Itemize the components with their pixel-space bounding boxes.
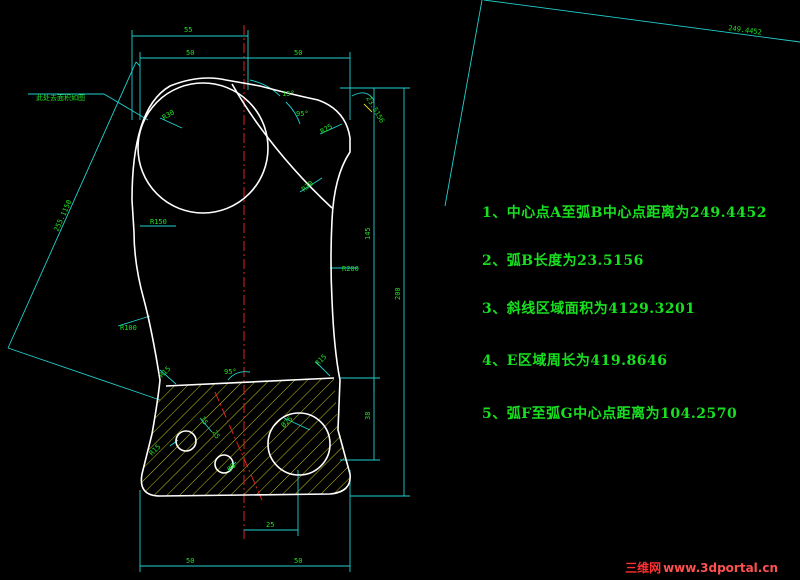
dim-top-width: 55	[184, 26, 192, 34]
dim-r-bottom-left: R15	[158, 365, 173, 380]
dim-r-right-upper: R25	[319, 122, 334, 135]
callout-left: 此处去面积如图	[36, 93, 85, 102]
dim-r-right-lower: R200	[342, 265, 359, 273]
dim-r-left-lower: R100	[120, 324, 137, 332]
arc-b-marker	[363, 103, 373, 113]
dim-r-bottom-right: R15	[314, 353, 329, 368]
dim-arc-b: 23.5156	[364, 95, 386, 125]
dim-bottom-left: 50	[186, 557, 194, 565]
part-outline	[131, 77, 351, 497]
centerlines	[214, 25, 263, 540]
dim-r-top-circle: R30	[161, 108, 176, 121]
answer-4: 4、E区域周长为419.8646	[482, 353, 668, 369]
dim-bottom-right: 50	[294, 557, 302, 565]
dim-height-145: 145	[364, 227, 372, 240]
dim-top-right: 50	[294, 49, 302, 57]
answer-5: 5、弧F至弧G中心点距离为104.2570	[482, 406, 738, 422]
dim-small-2: 25	[210, 429, 221, 440]
dim-height-38: 38	[364, 412, 372, 420]
dim-r-right-mid: R30	[300, 179, 315, 193]
dim-angle-top: 15°	[282, 90, 295, 98]
answer-3: 3、斜线区域面积为4129.3201	[482, 301, 696, 317]
watermark-cn: 三维网	[625, 561, 662, 575]
dim-hole-small2: Ø8	[226, 462, 238, 474]
dim-bottom-offset: 25	[266, 521, 274, 529]
dim-r-left: R150	[150, 218, 167, 226]
dimension-lines	[7, 0, 800, 572]
dim-angle-lower: 95°	[224, 368, 237, 376]
hatched-region	[141, 378, 351, 496]
answer-2: 2、弧B长度为23.5156	[482, 253, 644, 269]
dim-diag-left: 255.1150	[53, 199, 74, 233]
answer-1: 1、中心点A至弧B中心点距离为249.4452	[482, 205, 767, 221]
dim-height-total: 200	[394, 287, 402, 300]
dim-angle-mid: 95°	[296, 110, 309, 118]
dim-small-1: 15	[198, 415, 209, 426]
dim-top-left: 50	[186, 49, 194, 57]
watermark-url: www.3dportal.cn	[663, 561, 778, 575]
